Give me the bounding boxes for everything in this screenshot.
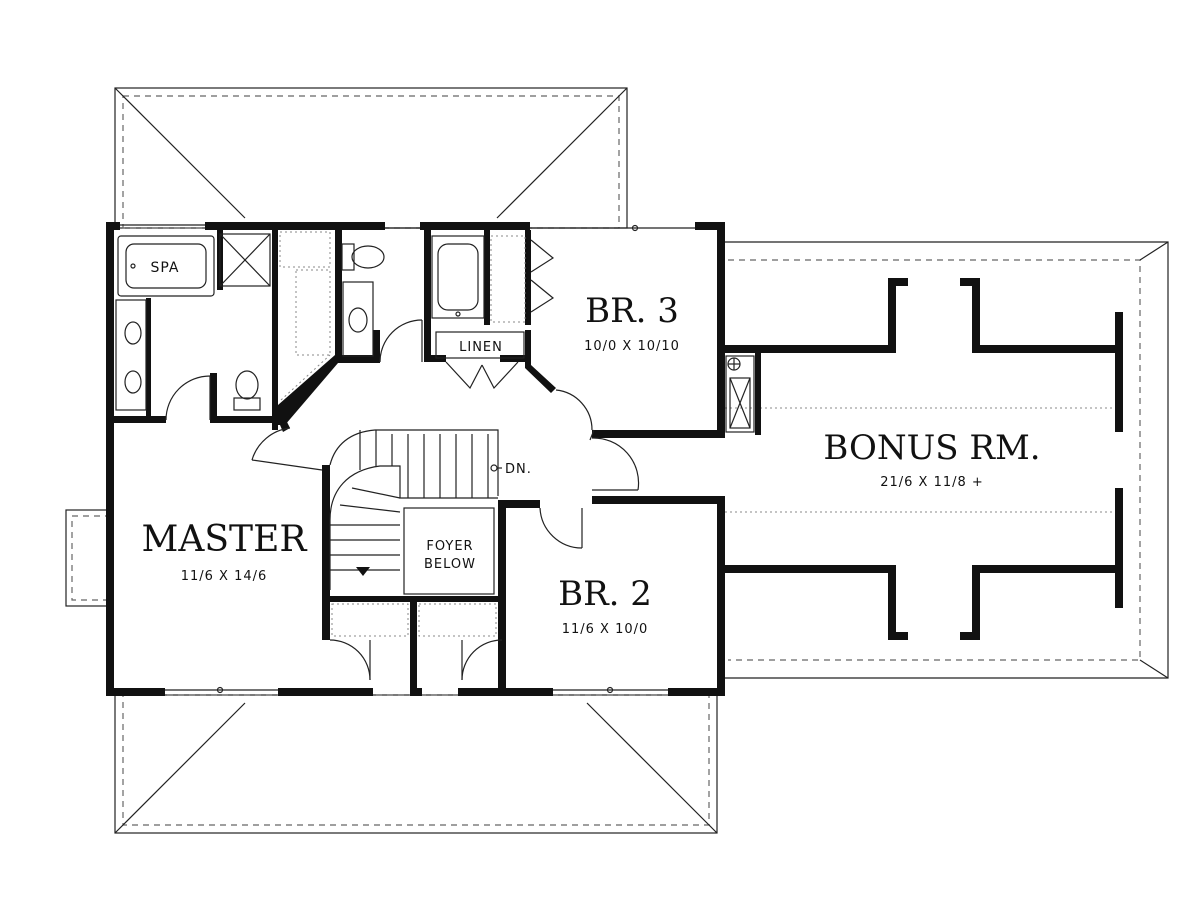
bonus-equipment [725,355,755,433]
room-br2: BR. 2 11/6 X 10/0 [558,574,652,637]
window-lines [120,224,1115,694]
room-master-name: MASTER [142,519,308,560]
staircase: DN. [329,429,532,590]
foyer-label-line1: FOYER [426,539,473,554]
hall-toilet [341,243,385,271]
br3-closet [490,235,555,323]
hall-tub [431,235,485,319]
room-br3: BR. 3 10/0 X 10/10 [584,291,680,354]
walk-in-closet-shelves [279,231,331,401]
hall-sink [342,281,374,357]
linen-closet: LINEN [435,331,525,390]
stairs-down-label: DN. [505,462,532,477]
room-br3-dims: 10/0 X 10/10 [584,339,680,354]
bay-window [65,509,110,607]
foyer-label-line2: BELOW [424,557,476,572]
room-bonus-name: BONUS RM. [823,428,1040,468]
master-shower [219,233,271,287]
linen-label: LINEN [459,340,503,355]
spa-label: SPA [150,260,179,276]
doors [165,319,640,681]
walls [106,222,1123,696]
room-br2-name: BR. 2 [558,574,652,614]
room-bonus-dims: 21/6 X 11/8 + [880,475,984,490]
spa-tub: SPA [117,235,215,297]
master-vanity [115,299,147,411]
master-toilet [233,370,261,411]
bottom-closets [331,603,497,637]
room-br2-dims: 11/6 X 10/0 [562,622,649,637]
room-master-dims: 11/6 X 14/6 [181,569,268,584]
roof-bonus [722,241,1169,679]
roof-top [114,87,628,229]
room-br3-name: BR. 3 [585,291,679,331]
room-master: MASTER 11/6 X 14/6 [142,519,308,584]
room-bonus: BONUS RM. 21/6 X 11/8 + [823,428,1040,490]
foyer-below: FOYER BELOW [403,507,495,595]
roof-bottom [114,694,718,834]
